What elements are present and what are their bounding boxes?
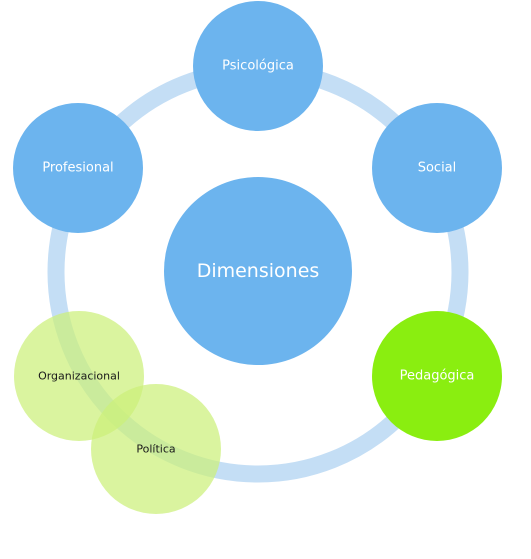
node-pedagogica-circle: [372, 311, 502, 441]
node-social-label: Social: [418, 161, 457, 176]
node-social: Social: [372, 103, 502, 233]
node-politica-label: Política: [136, 443, 175, 456]
node-politica-circle: [91, 384, 221, 514]
node-psicologica-label: Psicológica: [222, 59, 294, 74]
node-organizacional-label: Organizacional: [38, 370, 120, 383]
node-social-circle: [372, 103, 502, 233]
node-profesional-circle: [13, 103, 143, 233]
node-pedagogica-label: Pedagógica: [400, 369, 475, 384]
node-politica: Política: [91, 384, 221, 514]
node-psicologica: Psicológica: [193, 1, 323, 131]
node-profesional: Profesional: [13, 103, 143, 233]
node-pedagogica: Pedagógica: [372, 311, 502, 441]
center-label: Dimensiones: [197, 260, 320, 282]
node-profesional-label: Profesional: [42, 161, 113, 176]
center-circle: [164, 177, 352, 365]
node-psicologica-circle: [193, 1, 323, 131]
